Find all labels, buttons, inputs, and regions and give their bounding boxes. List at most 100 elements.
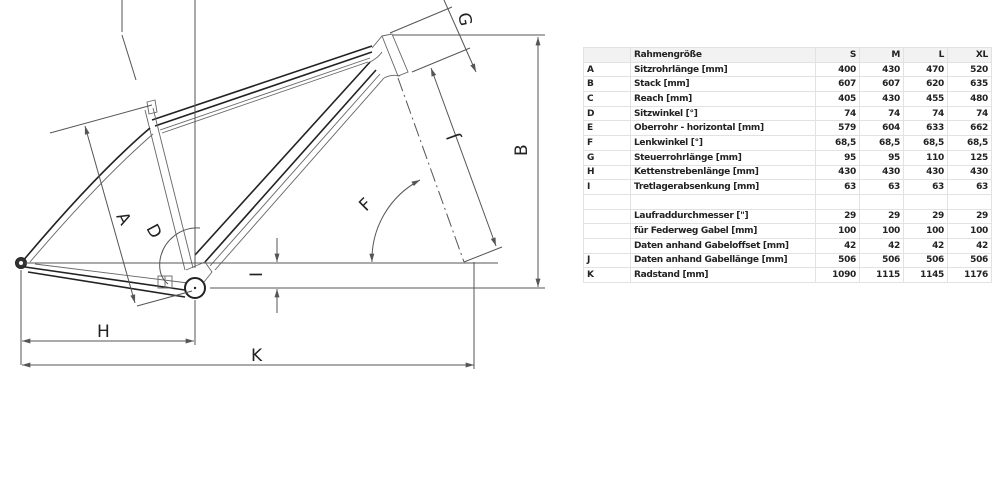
row-code: G	[583, 149, 631, 166]
row-value-xl: 635	[947, 76, 992, 93]
row-value-xl: 1176	[947, 267, 992, 283]
row-code: K	[583, 267, 631, 283]
row-label: für Federweg Gabel [mm]	[630, 223, 816, 239]
row-value-l: 63	[903, 179, 948, 195]
header-size-xl: XL	[947, 47, 992, 63]
row-label: Kettenstrebenlänge [mm]	[630, 164, 816, 181]
row-value-l: 506	[903, 252, 948, 269]
row-value-s: 68,5	[815, 135, 860, 151]
row-label: Lenkwinkel [°]	[630, 135, 816, 151]
row-label: Daten anhand Gabeloffset [mm]	[630, 237, 816, 254]
table-row	[583, 193, 992, 210]
row-value-s: 29	[815, 208, 860, 225]
row-value-s: 1090	[815, 267, 860, 283]
row-code	[583, 208, 631, 225]
row-value-xl: 63	[947, 179, 992, 195]
header-frame-size-label: Rahmengröße	[630, 47, 816, 63]
label-b: B	[512, 144, 532, 156]
row-label: Sitzwinkel [°]	[630, 105, 816, 122]
header-code-cell	[583, 47, 631, 63]
row-value-m: 430	[859, 91, 904, 107]
row-label: Oberrohr - horizontal [mm]	[630, 120, 816, 137]
row-value-s: 506	[815, 252, 860, 269]
row-value-l: 42	[903, 237, 948, 254]
label-j: J	[443, 131, 464, 143]
row-value-s: 74	[815, 105, 860, 122]
row-value-s: 95	[815, 149, 860, 166]
row-code: J	[583, 252, 631, 269]
row-value-l: 110	[903, 149, 948, 166]
row-value-l: 633	[903, 120, 948, 137]
row-value-m: 95	[859, 149, 904, 166]
row-value-m: 1115	[859, 267, 904, 283]
dimension-labels: A D B G J F I H K	[97, 11, 532, 366]
row-value-s: 579	[815, 120, 860, 137]
row-value-l: 100	[903, 223, 948, 239]
row-value-xl: 125	[947, 149, 992, 166]
row-code	[583, 237, 631, 254]
row-code: H	[583, 164, 631, 181]
row-value-m: 63	[859, 179, 904, 195]
row-label: Tretlagerabsenkung [mm]	[630, 179, 816, 195]
row-value-xl: 506	[947, 252, 992, 269]
row-value-m: 68,5	[859, 135, 904, 151]
row-value-xl: 662	[947, 120, 992, 137]
row-label: Radstand [mm]	[630, 267, 816, 283]
row-code: D	[583, 105, 631, 122]
row-value-m: 29	[859, 208, 904, 225]
row-label: Laufraddurchmesser ["]	[630, 208, 816, 225]
row-label: Reach [mm]	[630, 91, 816, 107]
row-value-s: 42	[815, 237, 860, 254]
row-value-l: 1145	[903, 267, 948, 283]
row-label: Sitzrohrlänge [mm]	[630, 61, 816, 78]
row-value-s: 405	[815, 91, 860, 107]
row-value-xl	[947, 193, 992, 210]
row-value-xl: 100	[947, 223, 992, 239]
row-value-l	[903, 193, 948, 210]
row-value-l: 29	[903, 208, 948, 225]
row-value-m: 74	[859, 105, 904, 122]
row-value-xl: 29	[947, 208, 992, 225]
row-code	[583, 223, 631, 239]
row-value-m: 607	[859, 76, 904, 93]
header-size-m: M	[859, 47, 904, 63]
frame-outline	[15, 0, 409, 299]
row-value-s	[815, 193, 860, 210]
label-d: D	[142, 221, 166, 242]
row-label: Daten anhand Gabellänge [mm]	[630, 252, 816, 269]
row-value-l: 470	[903, 61, 948, 78]
row-code: C	[583, 91, 631, 107]
row-value-l: 430	[903, 164, 948, 181]
row-code: A	[583, 61, 631, 78]
label-g: G	[453, 11, 475, 28]
label-a: A	[112, 209, 135, 229]
row-value-s: 400	[815, 61, 860, 78]
row-value-xl: 42	[947, 237, 992, 254]
row-value-m: 604	[859, 120, 904, 137]
row-value-m	[859, 193, 904, 210]
row-value-s: 100	[815, 223, 860, 239]
label-f: F	[355, 194, 376, 215]
row-code: E	[583, 120, 631, 137]
header-size-s: S	[815, 47, 860, 63]
row-label: Steuerrohrlänge [mm]	[630, 149, 816, 166]
row-code: B	[583, 76, 631, 93]
row-value-l: 455	[903, 91, 948, 107]
row-label	[630, 193, 816, 210]
row-value-xl: 520	[947, 61, 992, 78]
row-value-s: 430	[815, 164, 860, 181]
label-h: H	[97, 322, 110, 342]
frame-geometry-diagram: A D B G J F I H K	[15, 0, 545, 369]
row-value-l: 620	[903, 76, 948, 93]
